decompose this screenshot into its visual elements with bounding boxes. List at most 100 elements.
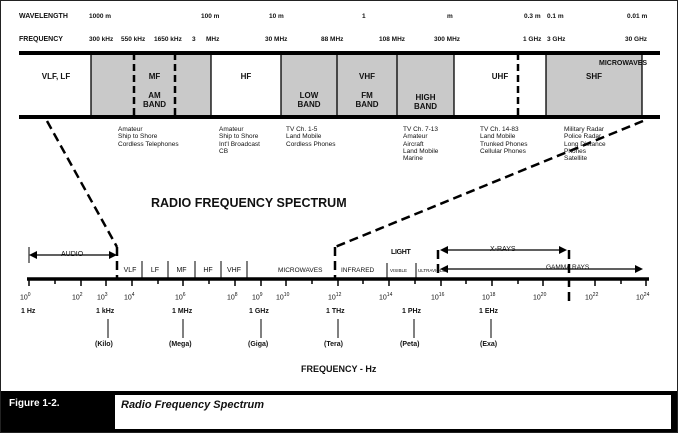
axis-unit-mhz: 1 MHz bbox=[172, 308, 193, 315]
axis-tick-label: 108 bbox=[227, 292, 238, 302]
spectrum-label-lf: LF bbox=[150, 267, 160, 274]
frequency-row-label: FREQUENCY bbox=[19, 36, 63, 43]
use-item: TV Ch. 1-5 bbox=[286, 126, 318, 133]
spectrum-label-mf: MF bbox=[176, 267, 187, 274]
use-item: TV Ch. 14-83 bbox=[480, 126, 519, 133]
axis-tick-label: 103 bbox=[97, 292, 108, 302]
axis-tick-label: 100 bbox=[20, 292, 31, 302]
use-item: Land Mobile bbox=[286, 133, 322, 141]
band-label-hf: HF bbox=[240, 72, 252, 81]
frequency-value: 108 MHz bbox=[379, 36, 406, 43]
axis-tick-exponent: 22 bbox=[592, 292, 599, 298]
axis-tick-label: 1010 bbox=[276, 293, 289, 302]
frequency-value: 3 bbox=[192, 36, 196, 43]
axis-tick-exponent: 6 bbox=[182, 292, 186, 298]
axis-tick-base: 10 bbox=[379, 294, 387, 302]
axis-tick-label: 1018 bbox=[482, 293, 495, 302]
band-fill-vhf bbox=[281, 53, 454, 118]
wavelength-value: 100 m bbox=[201, 13, 220, 20]
use-item: Land Mobile bbox=[480, 133, 516, 141]
band-label-fm-band-bottom: BAND bbox=[355, 100, 379, 109]
axis-tick-base: 10 bbox=[585, 294, 593, 302]
band-label-low-band-bottom: BAND bbox=[297, 100, 321, 109]
wavelength-value: 10 m bbox=[269, 13, 284, 20]
use-item: Cellular Phones bbox=[480, 147, 526, 155]
band-fill-mf bbox=[91, 53, 211, 118]
use-item: CB bbox=[219, 147, 229, 155]
axis-tick-exponent: 24 bbox=[643, 292, 650, 298]
prefix-mega: (Mega) bbox=[169, 341, 192, 348]
frequency-value: 300 kHz bbox=[89, 36, 114, 43]
prefix-peta: (Peta) bbox=[400, 341, 420, 348]
axis-tick-label: 102 bbox=[72, 293, 83, 302]
use-item: Marine bbox=[403, 155, 423, 163]
band-label-low-band-top: LOW bbox=[299, 91, 319, 100]
uses-hf: Amateur Ship to Shore Int'l Broadcast CB bbox=[219, 126, 260, 155]
uses-high-band: TV Ch. 7-13 Amateur Aircraft Land Mobile… bbox=[403, 126, 438, 162]
prefix-giga: (Giga) bbox=[248, 341, 269, 348]
axis-tick-base: 10 bbox=[533, 294, 541, 302]
band-label-microwaves: MICROWAVES bbox=[599, 60, 648, 67]
use-item: Int'l Broadcast bbox=[219, 140, 260, 148]
uses-mf: Amateur Ship to Shore Cordless Telephone… bbox=[118, 126, 179, 148]
band-label-mf: MF bbox=[148, 72, 161, 81]
use-item: Aircraft bbox=[403, 140, 424, 148]
spectrum-label-infrared: INFRARED bbox=[341, 267, 375, 274]
axis-tick-base: 10 bbox=[227, 294, 235, 302]
frequency-value: 30 MHz bbox=[265, 36, 288, 43]
axis-tick-base: 10 bbox=[482, 294, 490, 302]
axis-tick-label: 1020 bbox=[533, 293, 546, 302]
axis-tick-label: 1024 bbox=[636, 292, 650, 302]
axis-tick-exponent: 9 bbox=[259, 292, 263, 298]
axis-tick-label: 1012 bbox=[328, 293, 341, 302]
frequency-value: 88 MHz bbox=[321, 36, 344, 43]
axis-tick-exponent: 8 bbox=[234, 292, 238, 298]
wavelength-value: 0.1 m bbox=[547, 13, 564, 20]
band-label-high-band-bottom: BAND bbox=[413, 102, 438, 111]
spectrum-label-visible: VISIBLE bbox=[390, 268, 408, 273]
frequency-value: MHz bbox=[206, 36, 220, 43]
frequency-value: 550 kHz bbox=[121, 36, 146, 43]
wavelength-value: 0.01 m bbox=[627, 13, 648, 20]
use-item: Amateur bbox=[403, 133, 428, 141]
frequency-value: 30 GHz bbox=[625, 36, 648, 43]
spectrum-label-vlf: VLF bbox=[123, 267, 137, 274]
frequency-value: 300 MHz bbox=[434, 36, 461, 43]
band-fill-shf bbox=[546, 53, 642, 118]
use-item: Cordless Phones bbox=[286, 140, 336, 148]
use-item: Amateur bbox=[118, 126, 143, 133]
band-label-uhf: UHF bbox=[491, 72, 509, 81]
axis-tick-label: 106 bbox=[175, 292, 186, 302]
spectrum-label-vhf: VHF bbox=[227, 267, 241, 274]
axis-tick-exponent: 0 bbox=[27, 292, 31, 298]
axis-tick-label: 104 bbox=[124, 292, 135, 302]
band-label-vhf: VHF bbox=[359, 72, 375, 81]
axis-unit-hz: 1 Hz bbox=[21, 308, 36, 315]
use-item: Phones bbox=[564, 147, 587, 155]
caption-box bbox=[115, 395, 671, 429]
axis-tick-label: 1022 bbox=[585, 292, 599, 302]
axis-tick-base: 10 bbox=[276, 294, 284, 302]
band-label-am-band-bottom: BAND bbox=[142, 100, 167, 109]
axis-unit-thz: 1 THz bbox=[326, 308, 345, 315]
axis-tick-base: 10 bbox=[636, 294, 644, 302]
axis-tick-exponent: 4 bbox=[131, 292, 135, 298]
band-label-high-band-top: HIGH bbox=[415, 93, 436, 102]
use-item: Ship to Shore bbox=[219, 133, 259, 141]
axis-tick-base: 10 bbox=[431, 294, 439, 302]
use-item: Police Radar bbox=[564, 133, 602, 141]
axis-tick-base: 10 bbox=[328, 294, 336, 302]
axis-tick-label: 1016 bbox=[431, 293, 444, 302]
wavelength-value: 0.3 m bbox=[524, 13, 541, 20]
prefix-tera: (Tera) bbox=[324, 341, 343, 348]
figure-caption: Radio Frequency Spectrum bbox=[121, 399, 265, 411]
diagram-title: RADIO FREQUENCY SPECTRUM bbox=[151, 196, 347, 210]
axis-tick-base: 10 bbox=[175, 294, 183, 302]
axis-tick-base: 10 bbox=[72, 294, 80, 302]
axis-tick-label: 1014 bbox=[379, 293, 392, 302]
axis-tick-exponent: 3 bbox=[104, 292, 108, 298]
use-item: Satellite bbox=[564, 155, 588, 163]
figure-number: Figure 1-2. bbox=[9, 398, 60, 409]
